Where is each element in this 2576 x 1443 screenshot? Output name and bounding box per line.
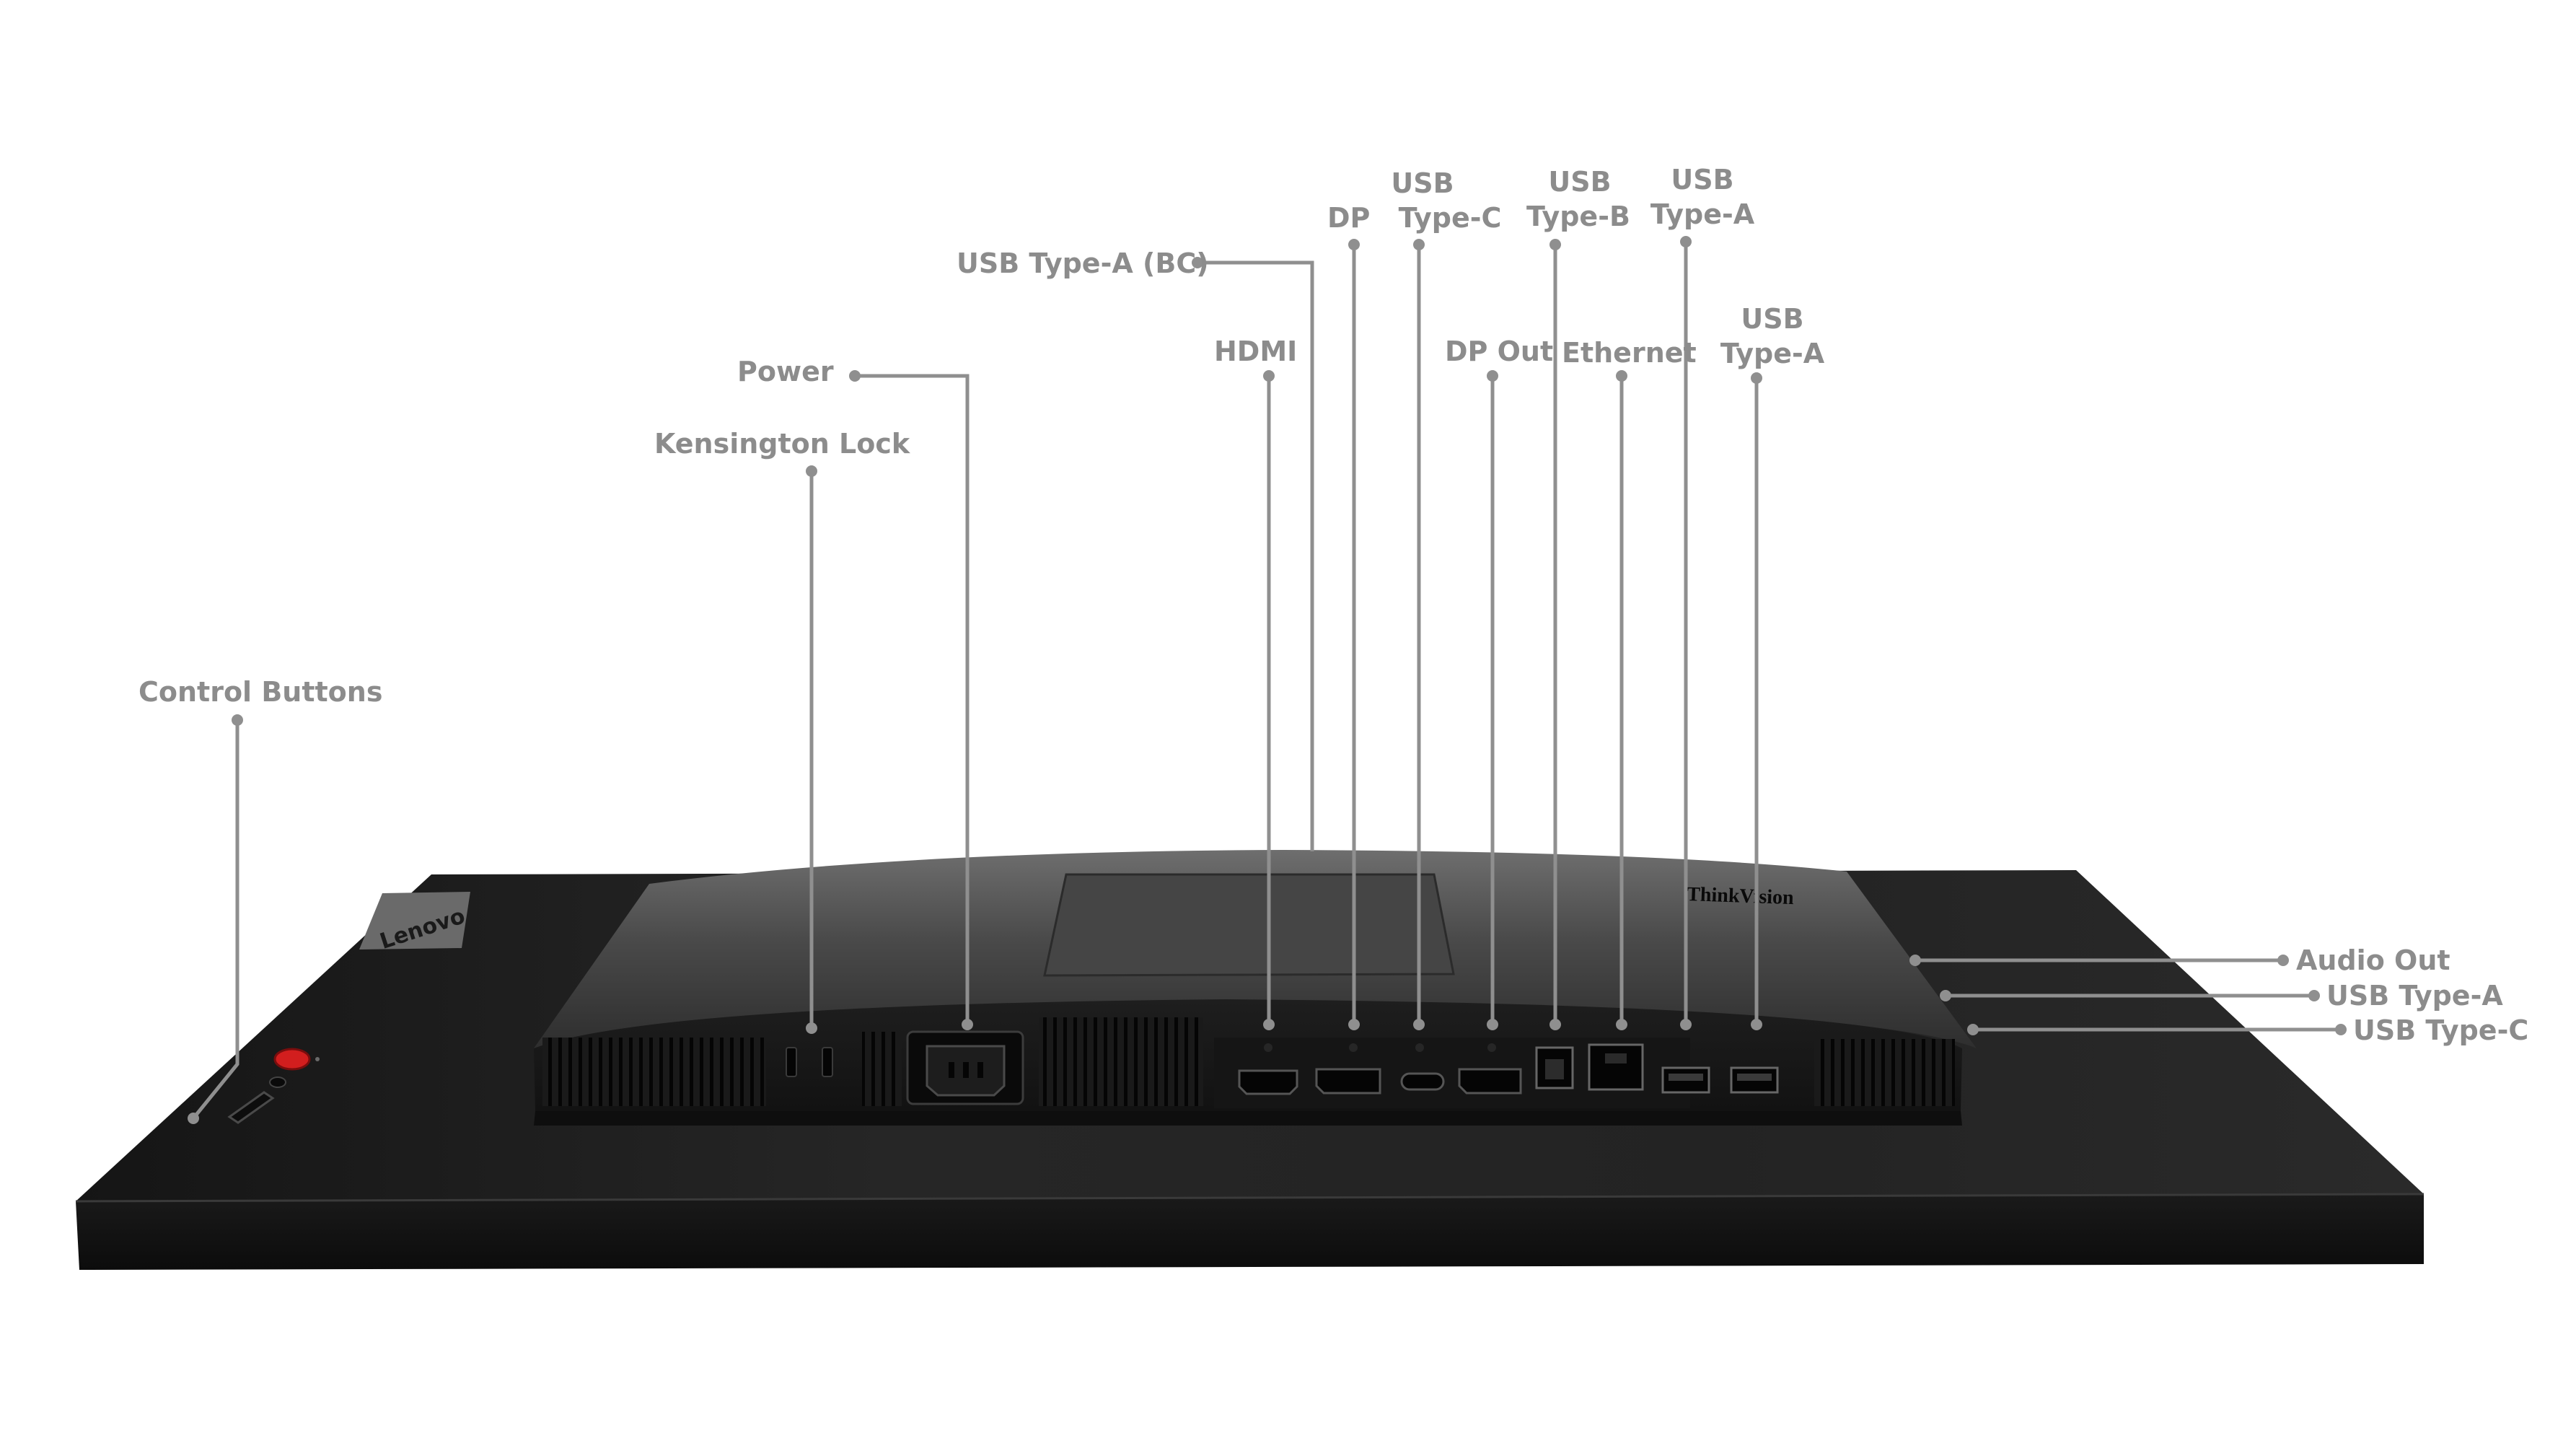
label-usb-b-line1: USB bbox=[1548, 166, 1611, 198]
lenovo-badge: Lenovo bbox=[359, 892, 470, 955]
label-kensington-lock: Kensington Lock bbox=[654, 428, 910, 460]
power-inlet bbox=[906, 1030, 1024, 1105]
leader-usb-a-bc bbox=[1197, 260, 1314, 851]
monitor-body: ThinkVision Lenovo bbox=[75, 850, 2425, 1270]
label-usb-c-line1: USB bbox=[1391, 167, 1454, 199]
label-hdmi: HDMI bbox=[1214, 335, 1297, 367]
callout-labels: Control Buttons Kensington Lock Power US… bbox=[139, 164, 2528, 1046]
thinkvision-logo: ThinkVision bbox=[1687, 883, 1795, 909]
label-usb-a-mid-line2: Type-A bbox=[1720, 338, 1825, 369]
usb-a-port-2 bbox=[1730, 1066, 1779, 1094]
usb-c-port bbox=[1400, 1043, 1445, 1091]
power-button[interactable] bbox=[273, 1048, 311, 1071]
label-ethernet: Ethernet bbox=[1562, 337, 1697, 369]
leader-lines bbox=[188, 236, 2347, 1124]
label-usb-c-side: USB Type-C bbox=[2353, 1014, 2528, 1046]
kensington-lock-slot bbox=[786, 1047, 833, 1077]
label-usb-a-top-line1: USB bbox=[1671, 164, 1733, 196]
ethernet-port bbox=[1588, 1043, 1644, 1091]
label-power: Power bbox=[737, 356, 834, 387]
vent-grille-center bbox=[1039, 1017, 1203, 1106]
label-audio-out: Audio Out bbox=[2296, 944, 2450, 976]
label-usb-a-bc: USB Type-A (BC) bbox=[957, 247, 1209, 279]
joystick-button[interactable] bbox=[227, 1091, 275, 1124]
usb-a-port-1 bbox=[1661, 1066, 1710, 1094]
leader-control-buttons bbox=[192, 720, 239, 1120]
label-usb-a-side: USB Type-A bbox=[2326, 980, 2503, 1012]
label-usb-c-line2: Type-C bbox=[1399, 202, 1502, 234]
label-usb-a-mid-line1: USB bbox=[1741, 303, 1803, 335]
label-control-buttons: Control Buttons bbox=[139, 676, 382, 708]
vent-grille-mid-left bbox=[862, 1032, 902, 1106]
leader-power bbox=[855, 374, 970, 1025]
label-dp-out: DP Out bbox=[1445, 335, 1553, 367]
monitor-front-edge bbox=[76, 1194, 2424, 1270]
label-usb-b-line2: Type-B bbox=[1526, 201, 1630, 232]
label-usb-a-top-line2: Type-A bbox=[1650, 198, 1755, 230]
control-buttons-cluster bbox=[227, 1048, 320, 1124]
label-dp: DP bbox=[1327, 202, 1370, 234]
usb-b-port bbox=[1535, 1046, 1574, 1089]
control-button-small[interactable] bbox=[269, 1076, 286, 1088]
stand-mount-panel bbox=[1043, 873, 1455, 977]
displayport-port bbox=[1315, 1043, 1381, 1095]
vent-grille-right bbox=[1814, 1039, 1955, 1106]
hdmi-port bbox=[1238, 1043, 1298, 1095]
displayport-out-port bbox=[1458, 1043, 1522, 1095]
vent-grille-left bbox=[542, 1038, 766, 1106]
